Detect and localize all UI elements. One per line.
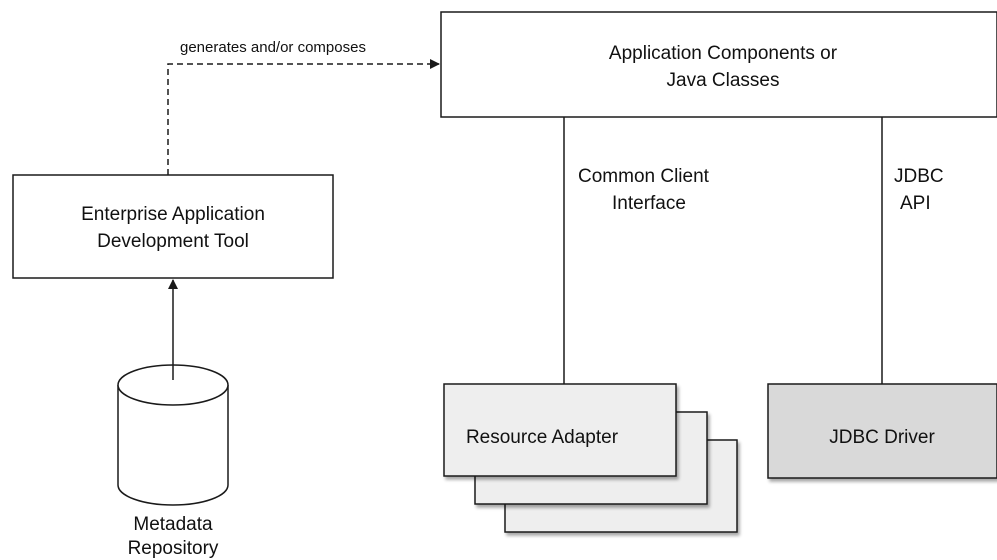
- jdbc-api-label-line2: API: [900, 193, 931, 214]
- cci-label-line2: Interface: [612, 193, 686, 214]
- metadata-repository-node: Metadata Repository: [117, 364, 229, 559]
- resource-adapter-label: Resource Adapter: [466, 427, 619, 448]
- jdbc-driver-box: [767, 383, 997, 479]
- app-components-label-line2: Java Classes: [667, 70, 780, 91]
- metadata-repository-label-line2: Repository: [128, 538, 219, 559]
- resource-adapter-box: [443, 383, 677, 477]
- jdbc-driver-node: JDBC Driver: [767, 383, 997, 479]
- database-cylinder-icon: [117, 385, 229, 506]
- jdbc-api-label-line1: JDBC: [894, 166, 944, 187]
- generates-label: generates and/or composes: [180, 39, 366, 56]
- jdbc-driver-label: JDBC Driver: [829, 427, 935, 448]
- generates-connector: generates and/or composes: [167, 39, 440, 175]
- dev-tool-box: [12, 174, 334, 279]
- jdbc-api-connector: JDBC API: [881, 117, 944, 384]
- app-components-box: [440, 11, 997, 118]
- app-components-node: Application Components or Java Classes: [440, 11, 997, 118]
- dev-tool-label-line1: Enterprise Application: [81, 204, 265, 225]
- metadata-repository-label-line1: Metadata: [133, 514, 213, 535]
- generates-dashed-arrow: [167, 59, 440, 175]
- dev-tool-node: Enterprise Application Development Tool: [12, 174, 334, 279]
- cci-label-line1: Common Client: [578, 166, 710, 187]
- resource-adapter-stack: Resource Adapter: [443, 383, 738, 533]
- dev-tool-label-line2: Development Tool: [97, 231, 249, 252]
- app-components-label-line1: Application Components or: [609, 43, 838, 64]
- cci-connector: Common Client Interface: [563, 117, 710, 384]
